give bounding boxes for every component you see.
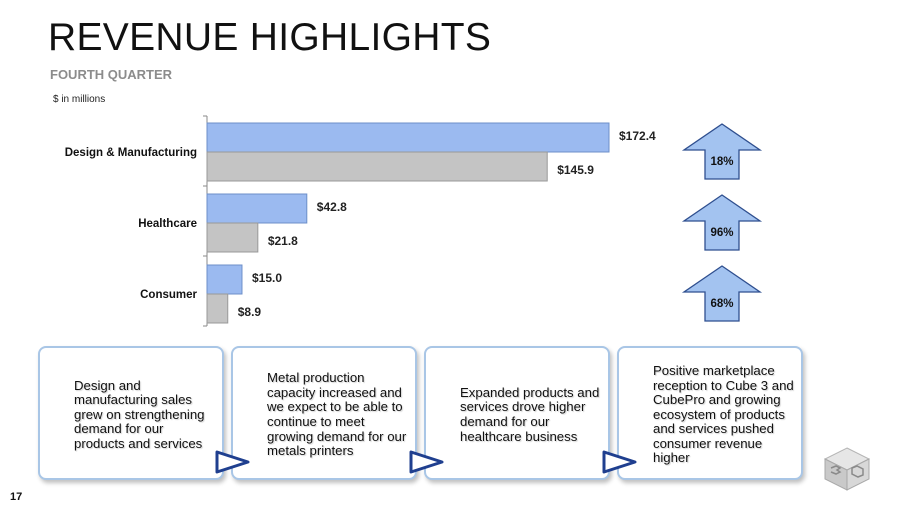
- category-label: Consumer: [140, 289, 197, 301]
- data-label: $42.8: [317, 200, 347, 214]
- 3d-cube-logo: [823, 447, 871, 491]
- data-label: $172.4: [619, 129, 656, 143]
- data-label: $145.9: [557, 163, 594, 177]
- play-triangle-icon: [602, 450, 637, 474]
- category-label: Healthcare: [138, 218, 197, 230]
- card-text: Expanded products and services drove hig…: [460, 384, 600, 444]
- card-metals: Metal production capacity increased and …: [231, 346, 417, 480]
- bar-prior: [206, 151, 548, 182]
- bar-prior: [206, 293, 229, 324]
- up-arrow-icon: [681, 265, 763, 322]
- card-text: Positive marketplace reception to Cube 3…: [653, 362, 794, 466]
- play-triangle-icon: [215, 450, 250, 474]
- page-number: 17: [10, 491, 23, 503]
- card-consumer: Positive marketplace reception to Cube 3…: [617, 346, 803, 480]
- page-subtitle: FOURTH QUARTER: [50, 67, 173, 82]
- page-title: REVENUE HIGHLIGHTS: [48, 16, 492, 59]
- growth-label: 68%: [710, 298, 733, 310]
- growth-label: 18%: [710, 156, 733, 168]
- data-label: $15.0: [252, 271, 282, 285]
- card-healthcare: Expanded products and services drove hig…: [424, 346, 610, 480]
- up-arrow-icon: [681, 194, 763, 251]
- card-text: Design and manufacturing sales grew on s…: [74, 377, 205, 451]
- card-text: Metal production capacity increased and …: [267, 370, 407, 459]
- units-note: $ in millions: [53, 94, 106, 105]
- bar-current: [206, 122, 610, 153]
- card-design-manufacturing: Design and manufacturing sales grew on s…: [38, 346, 224, 480]
- bar-prior: [206, 222, 259, 253]
- bar-current: [206, 193, 308, 224]
- data-label: $21.8: [268, 234, 298, 248]
- data-label: $8.9: [238, 305, 262, 319]
- category-label: Design & Manufacturing: [65, 147, 197, 159]
- growth-label: 96%: [710, 227, 733, 239]
- up-arrow-icon: [681, 123, 763, 180]
- play-triangle-icon: [409, 450, 444, 474]
